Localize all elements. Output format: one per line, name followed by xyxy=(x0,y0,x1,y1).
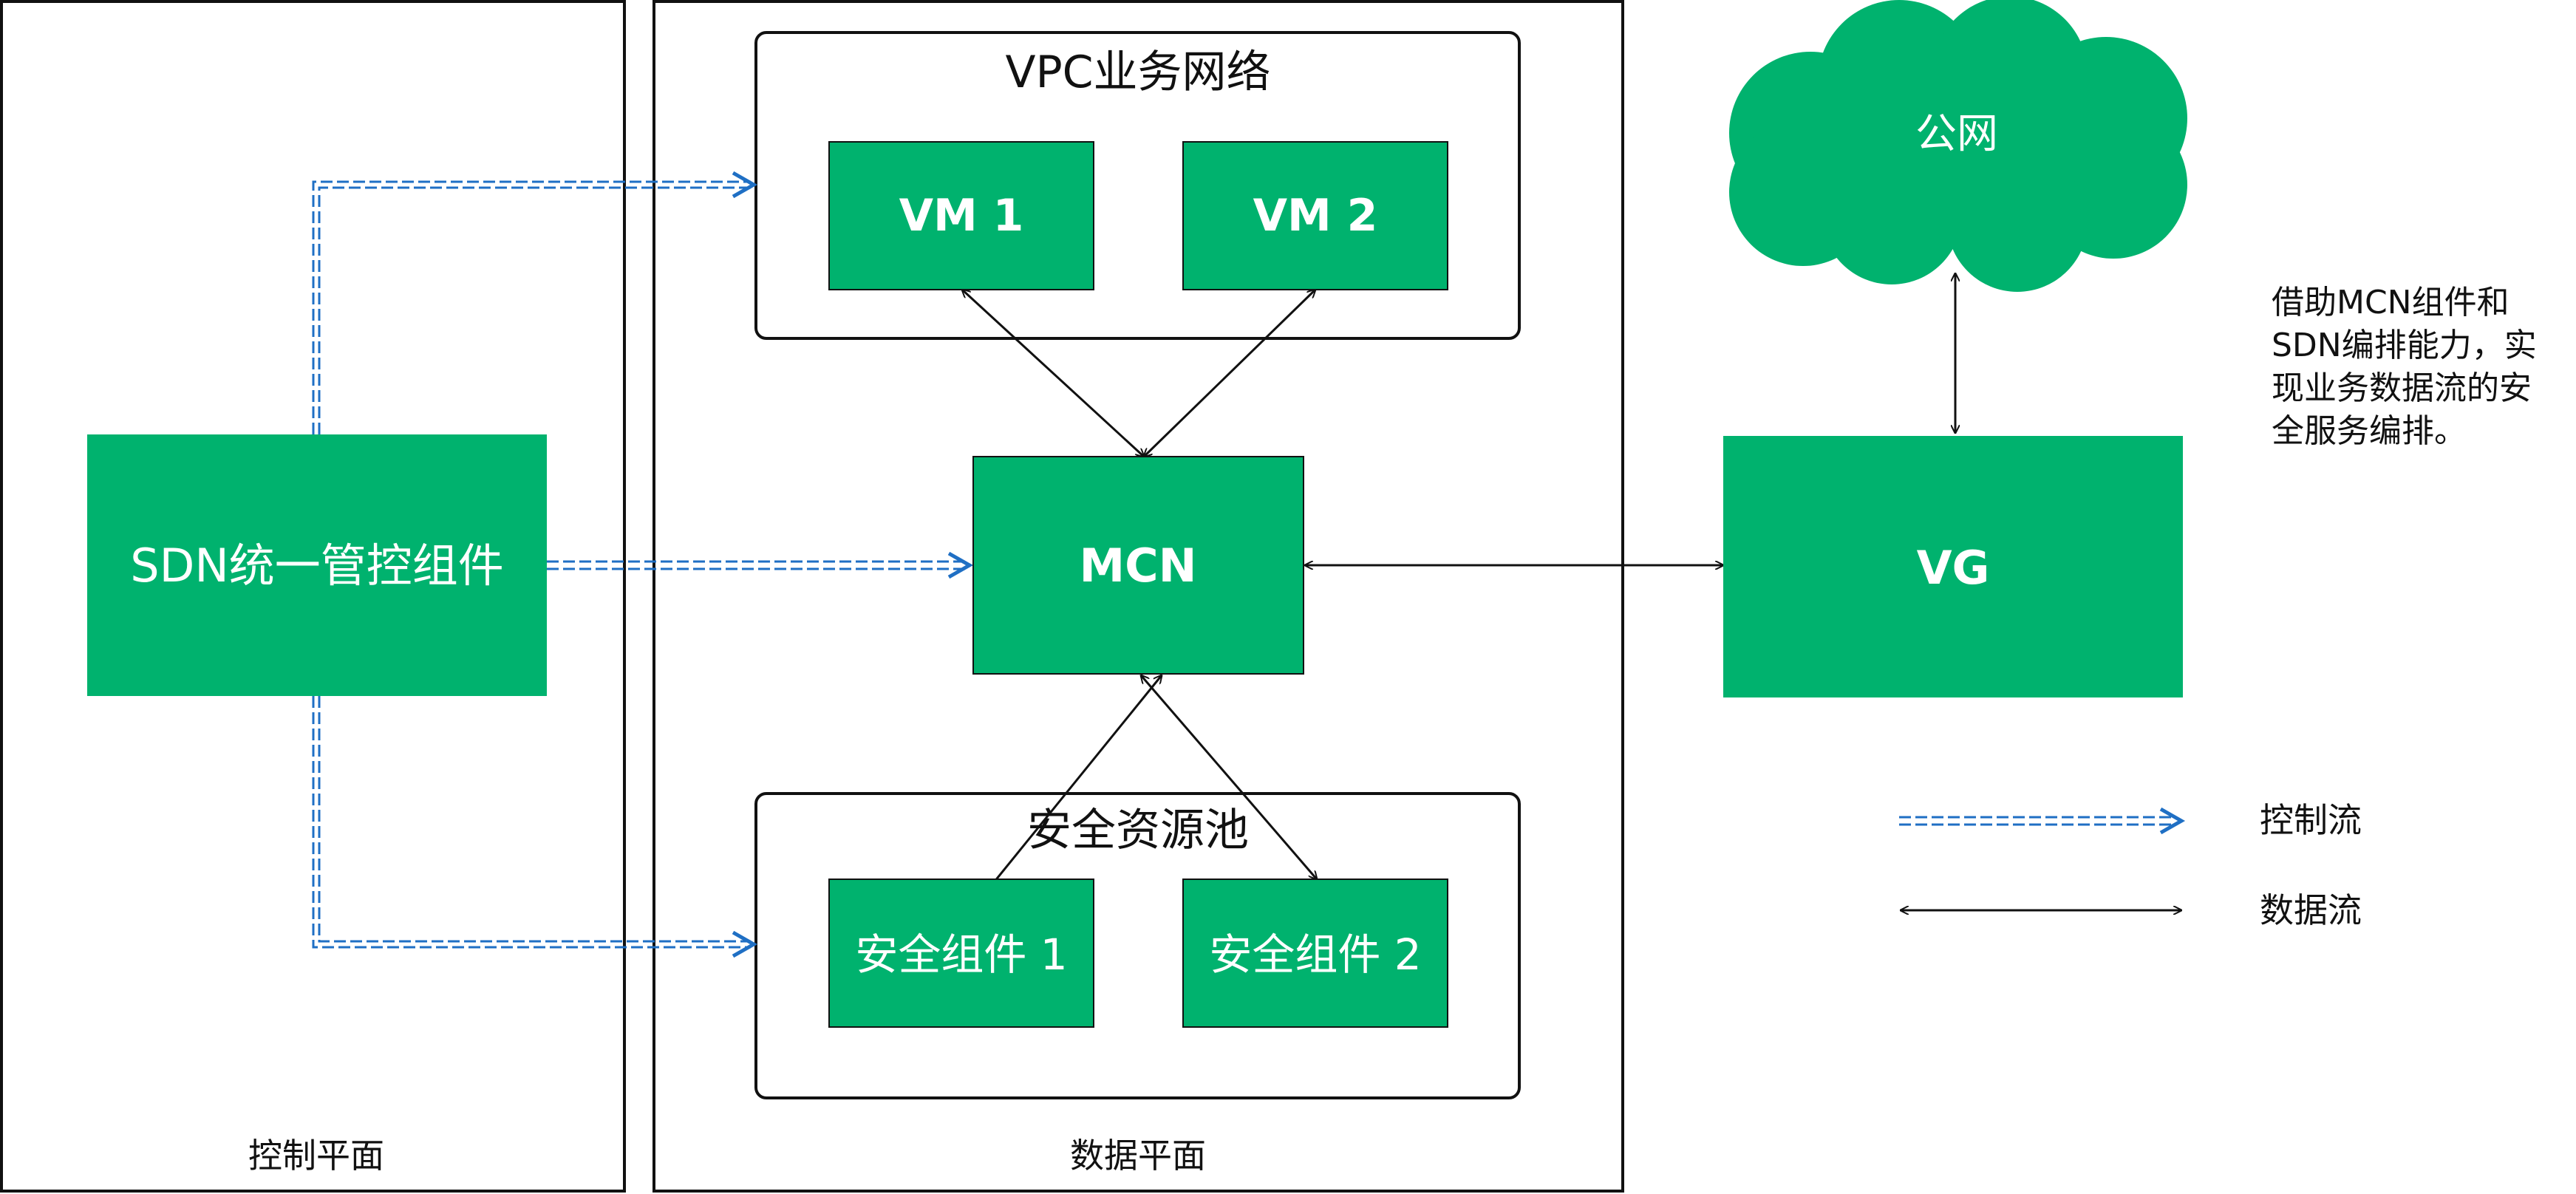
cloud-icon xyxy=(1729,0,2187,292)
security-component-2-label: 安全组件 2 xyxy=(1209,929,1421,980)
sdn-label: SDN统一管控组件 xyxy=(130,539,503,593)
note-line-3: 现业务数据流的安 xyxy=(2272,369,2532,407)
security-component-1-label: 安全组件 1 xyxy=(855,929,1067,980)
control-head-vpc xyxy=(732,171,758,199)
sdn-node[interactable]: SDN统一管控组件 xyxy=(87,434,547,696)
control-flow-to-sec-b xyxy=(318,696,751,943)
flow-vm1-mcn xyxy=(962,290,1144,457)
control-flow-to-vpc-b xyxy=(318,186,751,434)
vm2-node[interactable]: VM 2 xyxy=(1182,141,1448,290)
flow-vm2-mcn xyxy=(1144,290,1315,457)
legend-control-flow-label: 控制流 xyxy=(2260,800,2362,840)
side-note: 借助MCN组件和 SDN编排能力，实 现业务数据流的安 全服务编排。 xyxy=(2272,284,2537,450)
legend-control-arrowhead xyxy=(2159,807,2186,835)
legend: 控制流 数据流 xyxy=(1899,800,2362,930)
control-flow-to-sec-a xyxy=(312,696,751,949)
data-plane-label: 数据平面 xyxy=(1070,1136,1206,1176)
note-line-2: SDN编排能力，实 xyxy=(2272,327,2537,364)
control-head-sec xyxy=(732,930,758,958)
mcn-label: MCN xyxy=(1079,539,1196,593)
security-component-1-node[interactable]: 安全组件 1 xyxy=(828,879,1094,1028)
data-plane-panel: 数据平面 xyxy=(652,0,1624,1193)
vpc-title: VPC业务网络 xyxy=(1005,47,1270,98)
control-head-mcn xyxy=(947,551,974,579)
control-flows xyxy=(312,180,967,949)
vg-node[interactable]: VG xyxy=(1723,436,2183,697)
control-plane-panel: 控制平面 xyxy=(0,0,626,1193)
legend-data-flow-label: 数据流 xyxy=(2260,890,2362,930)
note-line-1: 借助MCN组件和 xyxy=(2272,284,2509,321)
control-flow-to-vpc-a xyxy=(312,180,751,434)
vm1-label: VM 1 xyxy=(899,190,1024,242)
flow-mcn-sec2 xyxy=(1141,675,1317,879)
note-line-4: 全服务编排。 xyxy=(2272,412,2467,450)
flow-mcn-sec1 xyxy=(988,675,1162,890)
control-flow-heads xyxy=(732,171,974,958)
vm2-label: VM 2 xyxy=(1253,190,1378,242)
data-flows xyxy=(962,273,1955,890)
mcn-node[interactable]: MCN xyxy=(972,456,1304,675)
security-component-2-node[interactable]: 安全组件 2 xyxy=(1182,879,1448,1028)
vm1-node[interactable]: VM 1 xyxy=(828,141,1094,290)
public-network-cloud[interactable]: 公网 xyxy=(1729,0,2187,292)
vg-label: VG xyxy=(1917,541,1990,595)
legend-control-flow-symbol xyxy=(1899,816,2175,826)
public-network-label: 公网 xyxy=(1915,110,1998,158)
control-plane-label: 控制平面 xyxy=(248,1136,384,1176)
security-pool-title: 安全资源池 xyxy=(1027,805,1249,856)
